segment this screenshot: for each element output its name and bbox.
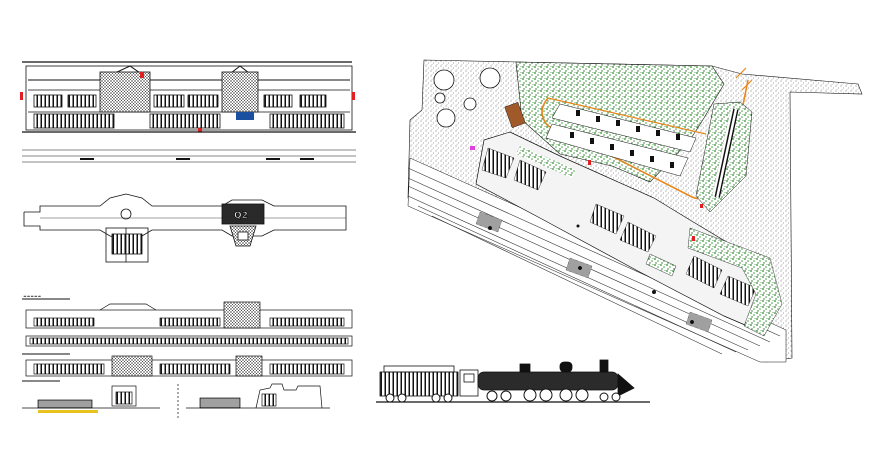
- view-badge: Q2: [234, 211, 248, 221]
- elevation-front: [20, 61, 356, 163]
- elevation-details: [22, 380, 330, 418]
- sections: — — — — —: [22, 294, 353, 377]
- svg-text:— — — — —: — — — — —: [24, 294, 40, 298]
- site-plan: [407, 59, 863, 363]
- roof-plan: Q2: [23, 193, 347, 263]
- locomotive: [376, 359, 650, 403]
